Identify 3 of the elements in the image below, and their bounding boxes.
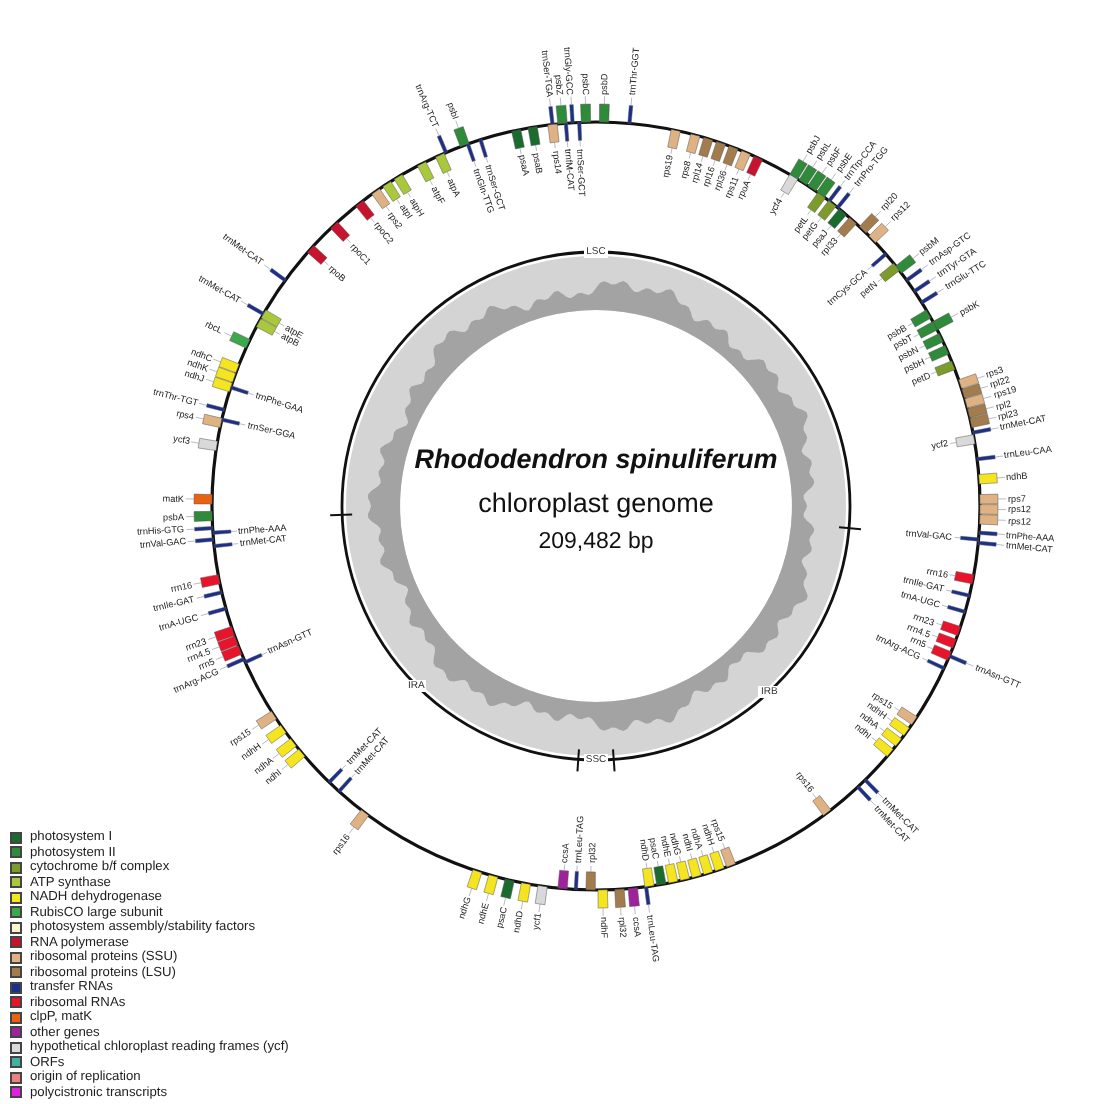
genome-size-label: 209,482 bp	[536, 530, 656, 554]
genome-title: Rhododendron spinuliferum	[412, 444, 780, 474]
genome-type-label: chloroplast genome	[476, 488, 716, 518]
